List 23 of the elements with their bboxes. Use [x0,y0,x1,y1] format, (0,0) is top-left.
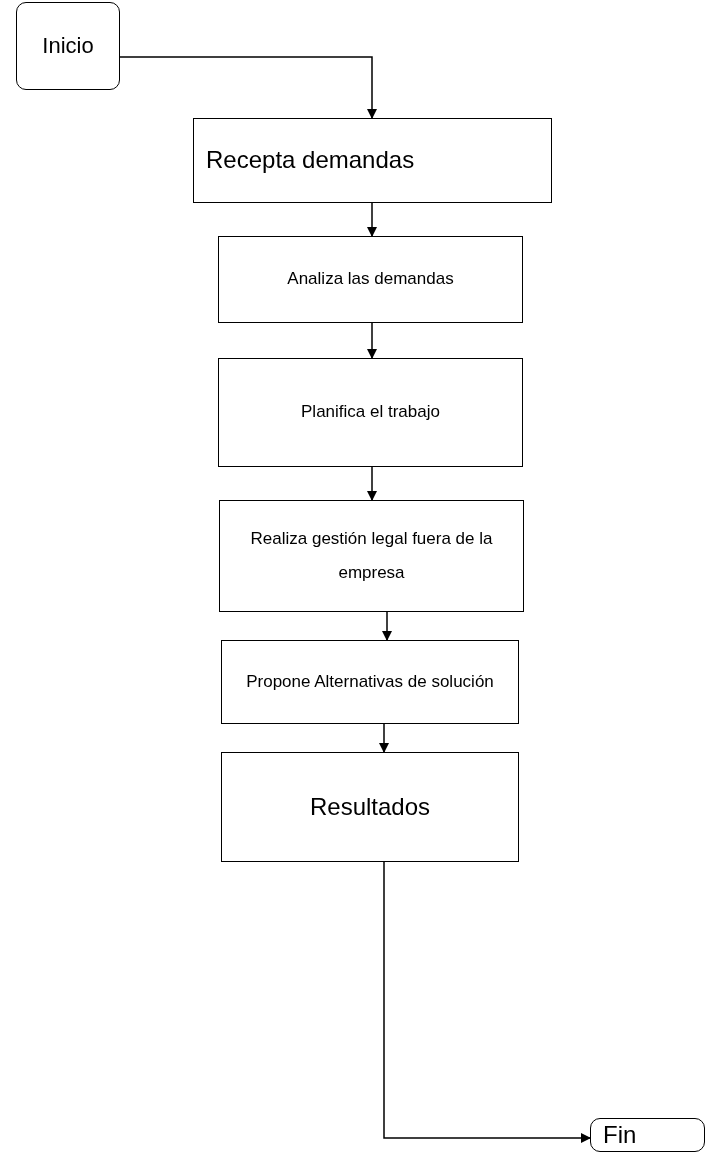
process-box [221,640,519,724]
process-box [219,500,524,612]
arrow [367,466,377,501]
step-label: Fin [603,1120,637,1150]
process-box [193,118,552,203]
step-label: Planifica el trabajo [301,402,440,423]
arrow [383,861,591,1143]
step-label: Analiza las demandas [287,269,454,290]
arrow [367,202,377,237]
terminal-box [16,2,120,90]
process-box [218,236,523,323]
arrow [119,56,377,119]
step-label: Resultados [309,792,431,822]
arrow [382,611,392,641]
step-label: Realiza gestión legal fuera de la empresa [249,528,494,584]
step-label: Recepta demandas [206,146,415,175]
arrow [379,723,389,753]
arrow [367,322,377,359]
terminal-box [590,1118,705,1152]
process-box [221,752,519,862]
process-box [218,358,523,467]
step-label: Propone Alternativas de solución [246,671,494,693]
step-label: Inicio [42,32,94,60]
